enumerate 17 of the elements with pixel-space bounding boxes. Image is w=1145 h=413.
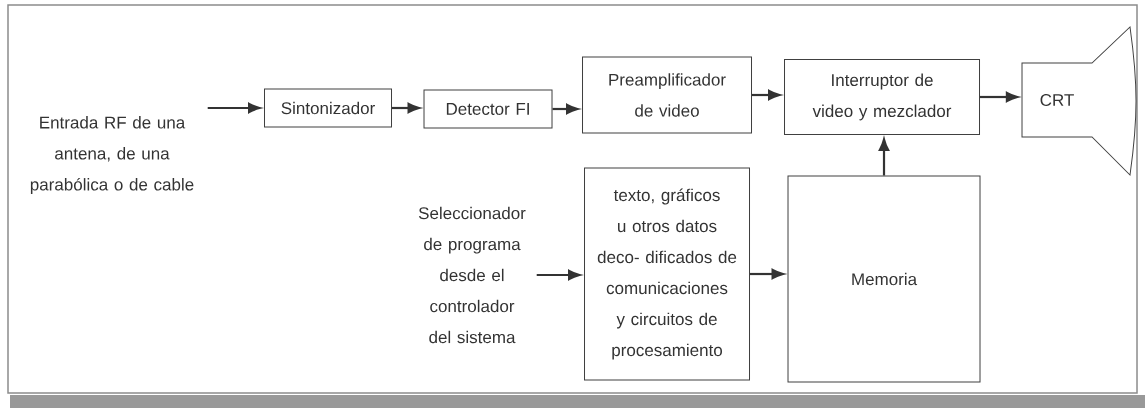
crt-tube: CRT: [1021, 26, 1137, 176]
arrow: [752, 89, 781, 101]
arrow: [878, 138, 890, 176]
input-label: Entrada RF de una antena, de una parabólica o de cable: [30, 116, 194, 194]
arrow: [536, 269, 581, 281]
block-box: Sintonizador: [264, 88, 392, 128]
block-box: Detector FI: [423, 89, 553, 129]
block-box: Preamplificador de video: [582, 56, 752, 134]
arrow: [750, 268, 785, 280]
block-box: texto, gráficos u otros datos deco- dificados de comunicaciones y circuitos de procesamiento: [584, 167, 750, 381]
arrow: [392, 102, 421, 114]
arrow: [207, 102, 261, 114]
arrow: [980, 91, 1019, 103]
block-box: Memoria: [787, 175, 981, 383]
block-box: Interruptor de video y mezclador: [784, 59, 980, 135]
arrow: [552, 103, 579, 115]
input-label: Seleccionador de programa desde el controlador del sistema: [418, 206, 526, 344]
